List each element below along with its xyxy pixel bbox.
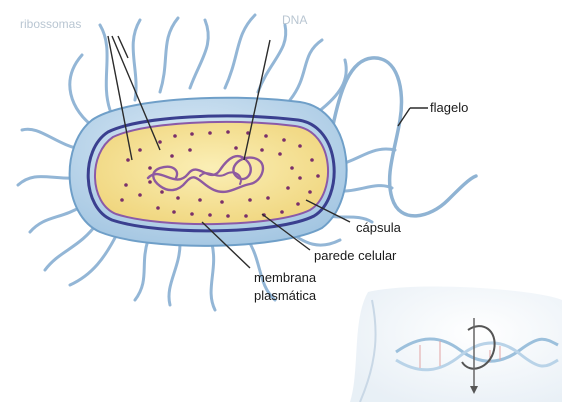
label-capsula: cápsula xyxy=(356,220,402,235)
flagellum xyxy=(332,58,476,216)
label-dna: DNA xyxy=(282,13,307,27)
flagellum-inset xyxy=(350,287,562,402)
label-ribossomas: ribossomas xyxy=(20,17,81,31)
label-membrana: membrana xyxy=(254,270,317,285)
label-flagelo: flagelo xyxy=(430,100,468,115)
label-parede-celular: parede celular xyxy=(314,248,397,263)
label-plasmatica: plasmática xyxy=(254,288,317,303)
